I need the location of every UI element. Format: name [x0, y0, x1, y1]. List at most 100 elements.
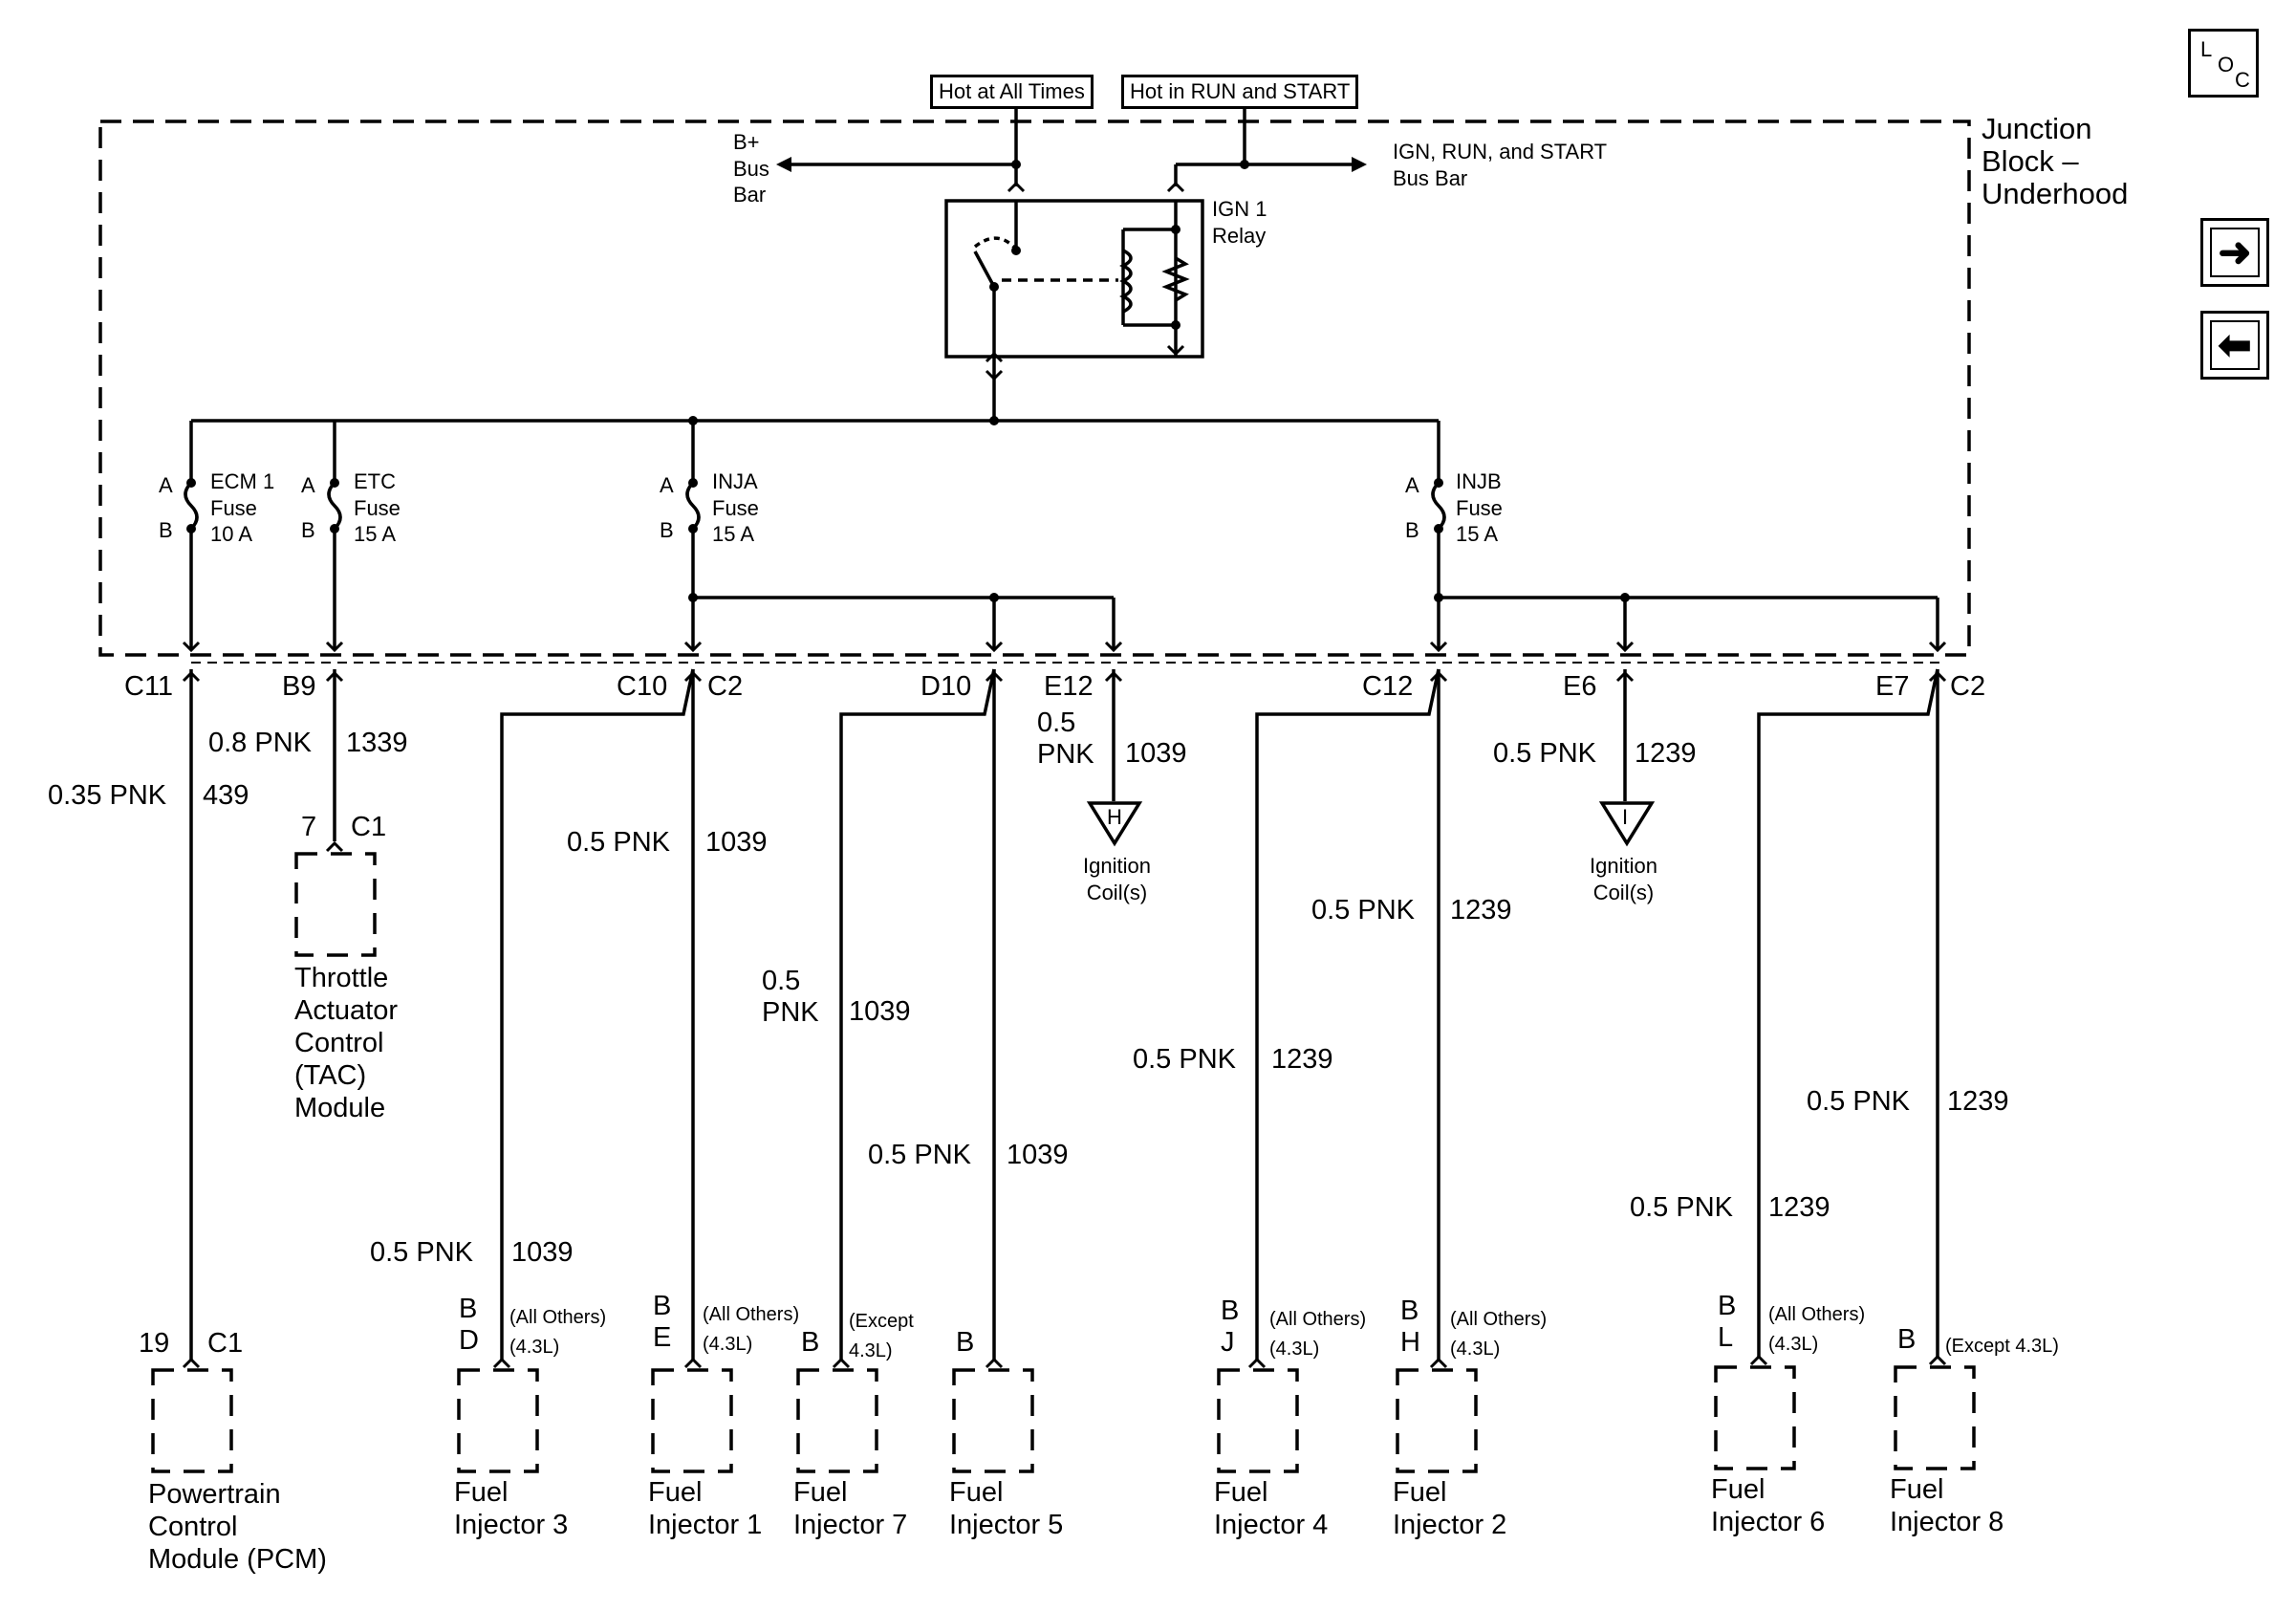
connector-d10: D10: [921, 671, 972, 702]
fuse-inja-pin-b: B: [660, 518, 674, 542]
inj3-pins: B D: [459, 1294, 479, 1357]
wire-1339-circuit: 1339: [346, 728, 408, 758]
connector-e7: E7: [1875, 671, 1910, 702]
inj6-label: Fuel Injector 6: [1711, 1474, 1826, 1537]
inj5-box: [952, 1368, 1034, 1473]
next-page-button[interactable]: ➜: [2200, 218, 2269, 287]
inj6-note: (All Others) (4.3L): [1768, 1304, 1866, 1355]
wire-e7-size: 0.5 PNK: [1630, 1192, 1733, 1223]
wire-d10b-circuit: 1039: [1007, 1140, 1069, 1170]
wire-e12-size: 0.5 PNK: [1037, 708, 1094, 771]
connector-c10: C10: [617, 671, 668, 702]
inj8-box: [1894, 1365, 1976, 1470]
b-plus-bus-bar-label: B+ Bus Bar: [733, 130, 769, 207]
inj5-pins: B: [956, 1327, 975, 1358]
connector-c12: C12: [1362, 671, 1414, 702]
ignition-coil-i-label: Ignition Coil(s): [1590, 854, 1657, 904]
prev-page-button[interactable]: ⬅: [2200, 311, 2269, 380]
wire-e7-circuit: 1239: [1768, 1192, 1830, 1223]
hot-at-all-times-label: Hot at All Times: [930, 75, 1094, 109]
wire-439-circuit: 439: [203, 780, 249, 811]
pcm-connector: C1: [207, 1328, 244, 1359]
wire-c2a-size: 0.5 PNK: [567, 827, 670, 858]
fuse-inja-label: INJA Fuse 15 A: [712, 469, 759, 546]
inj1-note: (All Others) (4.3L): [703, 1304, 800, 1355]
inj2-label: Fuel Injector 2: [1393, 1477, 1507, 1540]
wire-c12-circuit: 1239: [1271, 1044, 1333, 1075]
connector-c2-a: C2: [707, 671, 744, 702]
pcm-label: Powertrain Control Module (PCM): [148, 1479, 327, 1575]
fuse-etc-pin-b: B: [301, 518, 315, 542]
inj4-label: Fuel Injector 4: [1214, 1477, 1329, 1540]
wire-c2a-circuit: 1039: [705, 827, 768, 858]
inj1-box: [651, 1368, 733, 1473]
arrow-right-icon: ➜: [2218, 229, 2252, 274]
arrow-left-icon: ⬅: [2218, 322, 2252, 367]
tac-module-box: [294, 852, 377, 957]
wire-e12-circuit: 1039: [1125, 738, 1187, 769]
tac-connector: C1: [351, 812, 387, 842]
wire-439-size: 0.35 PNK: [48, 780, 167, 811]
inj7-pins: B: [801, 1327, 820, 1358]
inj8-note: (Except 4.3L): [1945, 1336, 2059, 1357]
wire-d10-circuit: 1039: [849, 996, 911, 1027]
connector-c2-b: C2: [1950, 671, 1986, 702]
locator-button[interactable]: L O C: [2188, 29, 2259, 98]
loc-o: O: [2218, 53, 2235, 76]
inj7-label: Fuel Injector 7: [793, 1477, 908, 1540]
fuse-etc-label: ETC Fuse 15 A: [354, 469, 401, 546]
inj2-pins: B H: [1400, 1295, 1420, 1359]
fuse-injb-label: INJB Fuse 15 A: [1456, 469, 1503, 546]
inj7-note: (Except 4.3L): [849, 1311, 914, 1361]
junction-block-label: Junction Block – Underhood: [1982, 112, 2129, 211]
ign1-relay-label: IGN 1 Relay: [1212, 197, 1267, 248]
inj2-box: [1396, 1368, 1478, 1473]
fuse-ecm1-pin-a: A: [159, 473, 173, 497]
wire-e6-circuit: 1239: [1635, 738, 1697, 769]
wire-c12b-circuit: 1239: [1450, 895, 1512, 925]
inj1-label: Fuel Injector 1: [648, 1477, 763, 1540]
inj4-note: (All Others) (4.3L): [1269, 1309, 1367, 1360]
junction-block-outline: [98, 120, 1971, 657]
fuse-ecm1-label: ECM 1 Fuse 10 A: [210, 469, 275, 546]
connector-e6: E6: [1563, 671, 1597, 702]
wire-d10-size: 0.5 PNK: [762, 966, 819, 1029]
wire-1339-size: 0.8 PNK: [208, 728, 312, 758]
inj5-label: Fuel Injector 5: [949, 1477, 1064, 1540]
hot-in-run-start-label: Hot in RUN and START: [1121, 75, 1359, 109]
pcm-pin: 19: [139, 1328, 170, 1359]
inj2-note: (All Others) (4.3L): [1450, 1309, 1548, 1360]
fuse-etc-pin-a: A: [301, 473, 315, 497]
connector-b9: B9: [282, 671, 316, 702]
wire-c12b-size: 0.5 PNK: [1311, 895, 1415, 925]
ign-bus-bar-label: IGN, RUN, and START Bus Bar: [1393, 140, 1608, 190]
pcm-box: [151, 1368, 233, 1473]
loc-c: C: [2235, 68, 2250, 92]
inj3-label: Fuel Injector 3: [454, 1477, 569, 1540]
tac-pin: 7: [301, 812, 317, 842]
connector-c11: C11: [124, 671, 174, 702]
ignition-coil-i-letter: I: [1622, 805, 1629, 829]
fuse-inja-pin-a: A: [660, 473, 674, 497]
inj1-pins: B E: [653, 1291, 672, 1354]
ign1-relay-box: [944, 199, 1204, 359]
ignition-coil-h-label: Ignition Coil(s): [1083, 854, 1151, 904]
wire-c2b-size: 0.5 PNK: [1807, 1086, 1910, 1117]
inj7-box: [796, 1368, 878, 1473]
inj4-pins: B J: [1221, 1295, 1240, 1359]
inj3-note: (All Others) (4.3L): [509, 1307, 607, 1358]
wire-d10b-size: 0.5 PNK: [868, 1140, 971, 1170]
fuse-injb-pin-b: B: [1405, 518, 1419, 542]
inj6-box: [1714, 1365, 1796, 1470]
wire-c2b-circuit: 1239: [1947, 1086, 2009, 1117]
connector-e12: E12: [1044, 671, 1094, 702]
wire-c12-size: 0.5 PNK: [1133, 1044, 1236, 1075]
fuse-ecm1-pin-b: B: [159, 518, 173, 542]
inj8-label: Fuel Injector 8: [1890, 1474, 2004, 1537]
wire-c10-circuit: 1039: [511, 1237, 574, 1268]
loc-l: L: [2200, 37, 2213, 61]
wire-c10-size: 0.5 PNK: [370, 1237, 473, 1268]
inj8-pins: B: [1897, 1324, 1917, 1355]
ignition-coil-h-letter: H: [1107, 805, 1122, 829]
